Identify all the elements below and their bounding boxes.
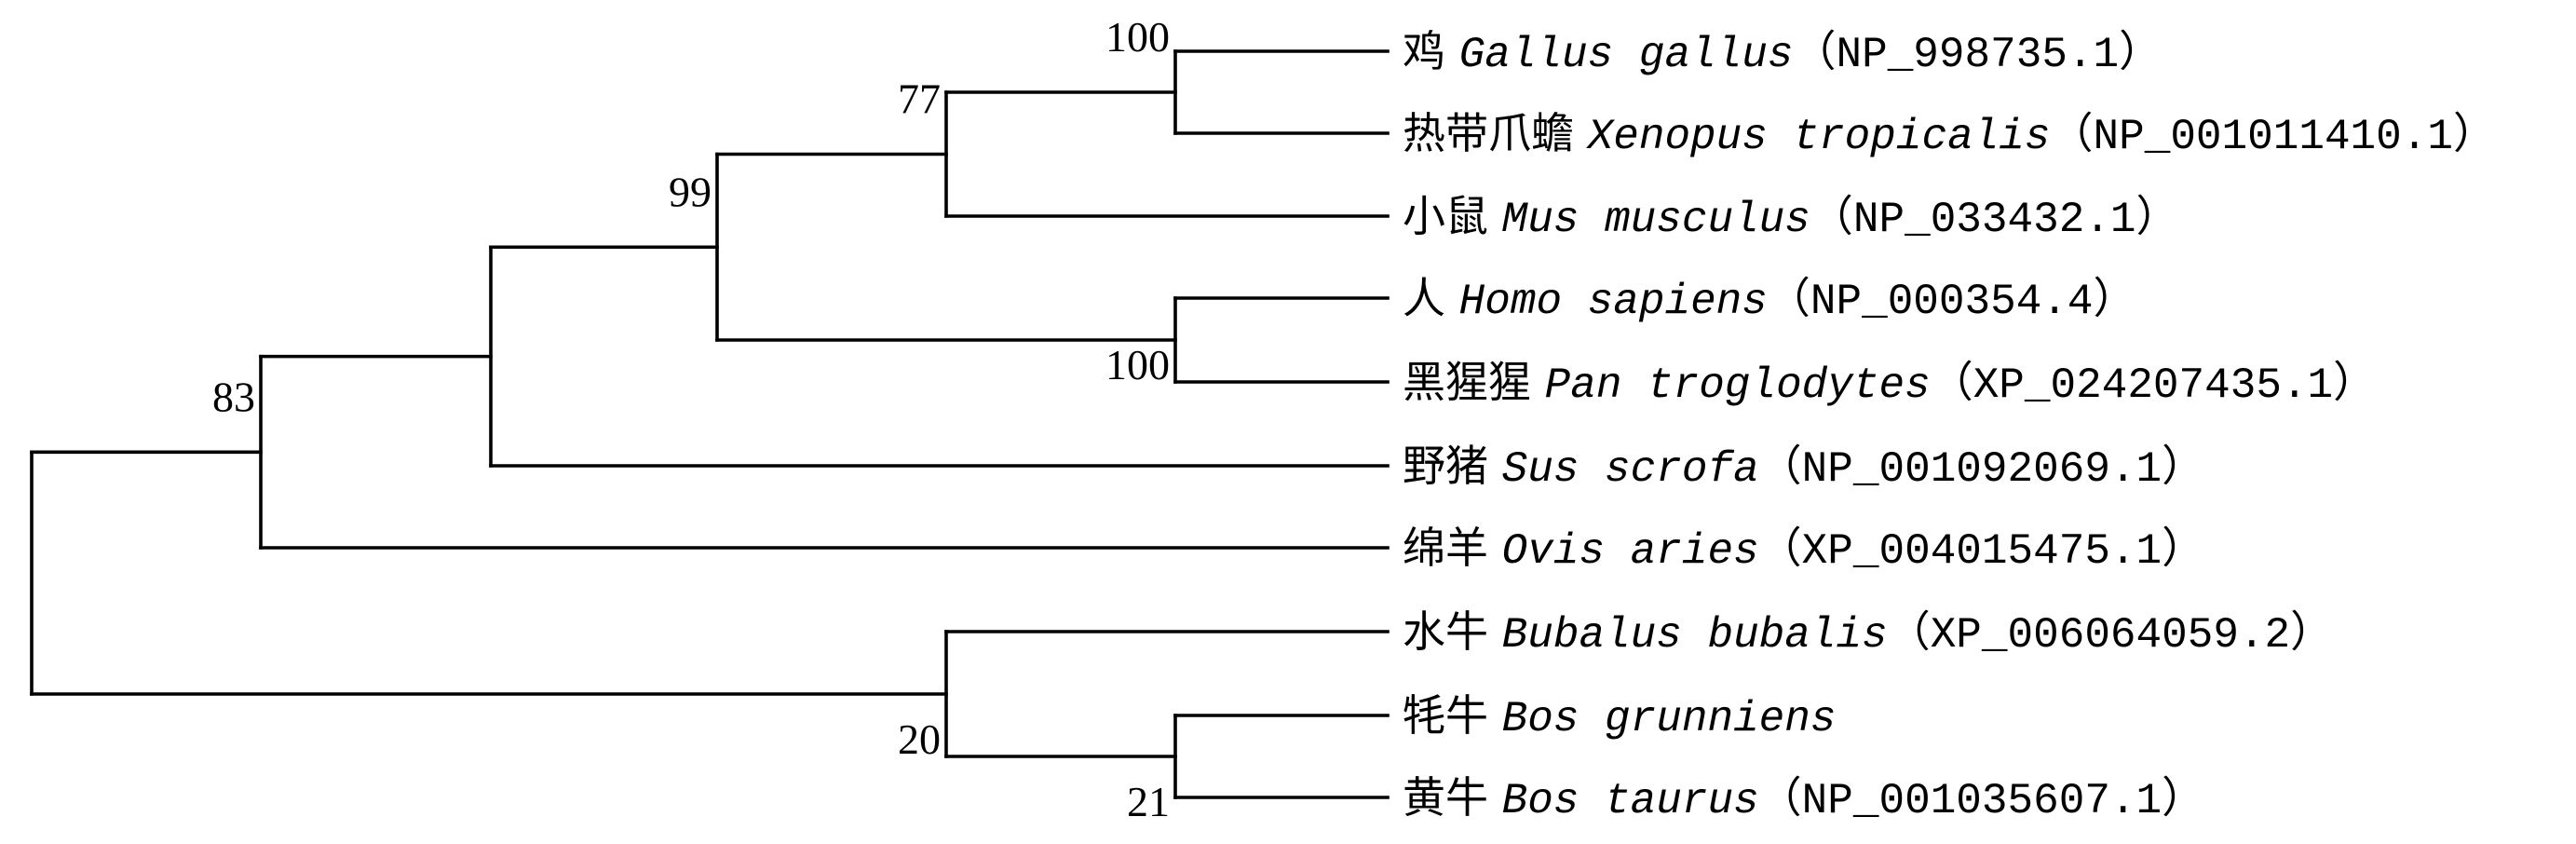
taxon-accession: （NP_033432.1） <box>1810 195 2179 244</box>
taxon-accession: （XP_006064059.2） <box>1888 610 2333 660</box>
taxon-common-name: 人 <box>1403 273 1459 323</box>
bootstrap-value-n20: 20 <box>898 715 941 763</box>
taxon-accession: （NP_998735.1） <box>1793 30 2162 79</box>
bootstrap-value-n100b: 100 <box>1105 341 1170 388</box>
tree-branches <box>30 49 1390 799</box>
bootstrap-value-n21: 21 <box>1127 778 1170 825</box>
taxon-species-name: Xenopus tropicalis <box>1586 113 2051 161</box>
taxon-common-name: 黄牛 <box>1403 772 1502 823</box>
taxon-common-name: 水牛 <box>1403 606 1502 657</box>
taxon-label: 鸡 Gallus gallus（NP_998735.1） <box>1403 26 2162 79</box>
taxon-species-name: Homo sapiens <box>1459 278 1768 326</box>
taxon-species-name: Bos grunniens <box>1502 695 1837 743</box>
taxon-label: 热带爪蟾 Xenopus tropicalis（NP_001011410.1） <box>1403 108 2496 161</box>
taxon-label: 野猪 Sus scrofa（NP_001092069.1） <box>1403 441 2204 494</box>
taxon-species-name: Bos taurus <box>1502 777 1759 825</box>
bootstrap-value-n99: 99 <box>669 168 712 215</box>
taxon-accession: （NP_001035607.1） <box>1759 776 2204 825</box>
taxon-accession: （XP_024207435.1） <box>1931 361 2376 410</box>
taxon-labels: 鸡 Gallus gallus（NP_998735.1） 热带爪蟾 Xenopus… <box>1403 26 2496 825</box>
taxon-species-name: Pan troglodytes <box>1545 361 1931 410</box>
taxon-label: 牦牛 Bos grunniens <box>1403 690 1836 743</box>
taxon-species-name: Sus scrofa <box>1502 445 1759 494</box>
bootstrap-value-n100a: 100 <box>1105 13 1170 61</box>
taxon-label: 绵羊 Ovis aries（XP_004015475.1） <box>1403 523 2204 576</box>
taxon-accession: （NP_000354.4） <box>1768 277 2136 326</box>
taxon-label: 小鼠 Mus musculus（NP_033432.1） <box>1403 191 2179 244</box>
taxon-accession: （NP_001092069.1） <box>1759 444 2204 494</box>
taxon-species-name: Mus musculus <box>1502 196 1810 244</box>
taxon-label: 水牛 Bubalus bubalis（XP_006064059.2） <box>1403 606 2333 660</box>
taxon-common-name: 牦牛 <box>1403 690 1502 741</box>
taxon-label: 黑猩猩 Pan troglodytes（XP_024207435.1） <box>1403 357 2376 410</box>
taxon-label: 黄牛 Bos taurus（NP_001035607.1） <box>1403 772 2204 825</box>
taxon-species-name: Gallus gallus <box>1459 31 1794 79</box>
taxon-common-name: 黑猩猩 <box>1403 357 1545 407</box>
taxon-common-name: 小鼠 <box>1403 191 1502 241</box>
taxon-common-name: 野猪 <box>1403 441 1502 491</box>
taxon-label: 人 Homo sapiens（NP_000354.4） <box>1403 273 2136 326</box>
taxon-accession: （XP_004015475.1） <box>1759 526 2204 576</box>
bootstrap-labels: 83 99 77 100 100 20 21 <box>212 13 1170 825</box>
taxon-common-name: 鸡 <box>1403 26 1459 76</box>
bootstrap-value-n77: 77 <box>898 75 941 123</box>
taxon-accession: （NP_001011410.1） <box>2051 112 2496 161</box>
bootstrap-value-n83: 83 <box>212 373 255 420</box>
taxon-species-name: Ovis aries <box>1502 527 1759 576</box>
taxon-common-name: 热带爪蟾 <box>1403 108 1588 158</box>
taxon-common-name: 绵羊 <box>1403 523 1502 573</box>
taxon-species-name: Bubalus bubalis <box>1502 611 1888 660</box>
